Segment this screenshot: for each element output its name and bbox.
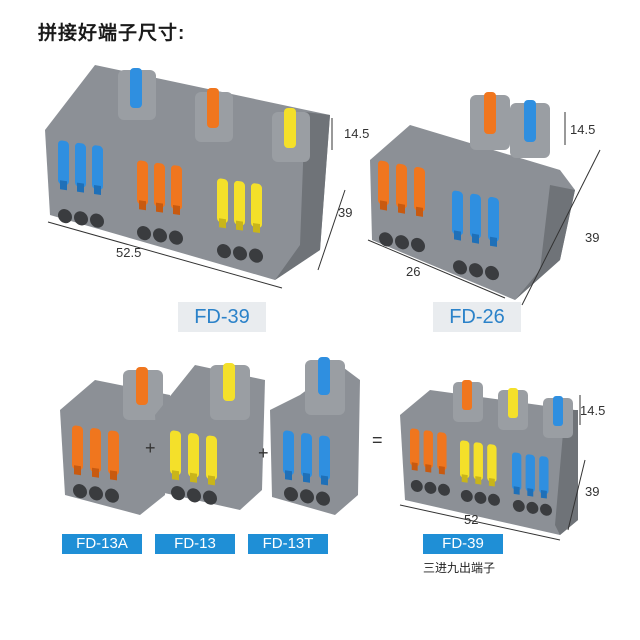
- page-title: 拼接好端子尺寸:: [38, 23, 186, 44]
- fd13t-model-label: FD-13T: [248, 534, 328, 554]
- plus-sign-2: +: [258, 443, 269, 463]
- fd13-connector: [155, 363, 265, 510]
- equals-sign: =: [372, 430, 383, 450]
- result-width-dim: 52: [464, 512, 479, 527]
- plus-sign-1: +: [145, 438, 156, 458]
- fd39-connector-top-left: [45, 65, 346, 289]
- fd39-depth-dim: 39: [338, 205, 353, 220]
- fd26-connector-top-right: [367, 92, 601, 306]
- fd26-model-label: FD-26: [433, 302, 521, 332]
- result-depth-dim: 39: [585, 484, 600, 499]
- fd39-connector-result: [399, 380, 586, 541]
- fd39-height-dim: 14.5: [344, 126, 370, 141]
- fd26-width-dim: 26: [406, 264, 421, 279]
- result-caption: 三进九出端子: [423, 561, 496, 575]
- fd39-width-dim: 52.5: [116, 245, 142, 260]
- fd13a-model-label: FD-13A: [62, 534, 142, 554]
- fd13t-connector: [270, 357, 360, 515]
- fd26-depth-dim: 39: [585, 230, 600, 245]
- result-height-dim: 14.5: [580, 403, 606, 418]
- fd39-model-label: FD-39: [178, 302, 266, 332]
- fd26-height-dim: 14.5: [570, 122, 596, 137]
- fd13-model-label: FD-13: [155, 534, 235, 554]
- result-model-label: FD-39: [423, 534, 503, 554]
- fd13a-connector: [60, 367, 170, 515]
